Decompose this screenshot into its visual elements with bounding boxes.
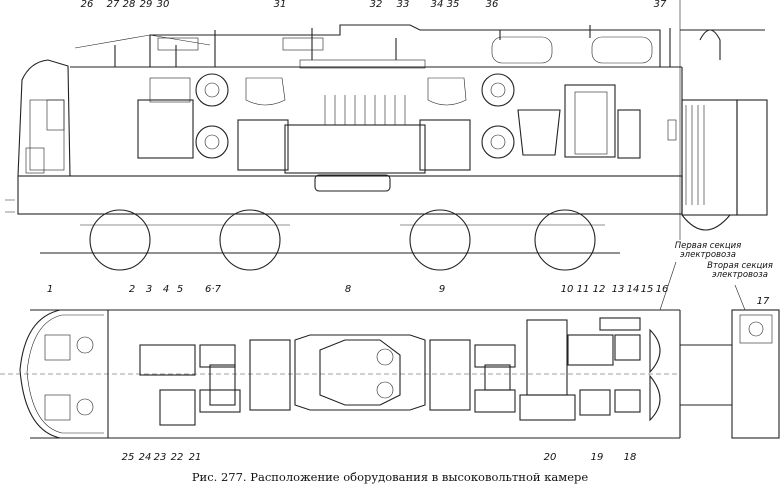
callout-32: 32 xyxy=(369,0,383,10)
callout-19: 19 xyxy=(590,452,604,463)
callout-21: 21 xyxy=(188,452,202,463)
callout-36: 36 xyxy=(485,0,499,10)
callout-16: 16 xyxy=(655,284,669,295)
fan-motor xyxy=(195,125,229,159)
transformer-fins xyxy=(324,95,406,125)
callout-37: 37 xyxy=(653,0,667,10)
callout-35: 35 xyxy=(446,0,460,10)
callout-6-7: 6·7 xyxy=(205,284,221,295)
callout-15: 15 xyxy=(640,284,654,295)
cab-front xyxy=(17,59,71,177)
fan-motor xyxy=(481,125,515,159)
caption-text: Расположение оборудования в высоковольтн… xyxy=(250,470,589,484)
roof-reservoir xyxy=(591,36,653,64)
callout-17: 17 xyxy=(756,296,770,307)
bogie-wheels xyxy=(40,209,620,271)
callout-14: 14 xyxy=(626,284,640,295)
callout-33: 33 xyxy=(396,0,410,10)
callout-18: 18 xyxy=(623,452,637,463)
callout-3: 3 xyxy=(145,284,153,295)
callout-13: 13 xyxy=(611,284,625,295)
callout-25: 25 xyxy=(121,452,135,463)
callout-26: 26 xyxy=(80,0,94,10)
roof-line xyxy=(149,24,661,67)
callout-4: 4 xyxy=(162,284,170,295)
callout-30: 30 xyxy=(156,0,170,10)
callout-12: 12 xyxy=(592,284,606,295)
callout-28: 28 xyxy=(122,0,136,10)
callout-24: 24 xyxy=(138,452,152,463)
callout-11: 11 xyxy=(576,284,590,295)
callout-1: 1 xyxy=(46,284,54,295)
second-section-label: Вторая секция электровоза xyxy=(707,261,773,280)
caption-prefix: Рис. 277. xyxy=(191,470,247,484)
second-section-plan xyxy=(731,309,780,439)
fan-motor xyxy=(195,73,229,107)
plan-view xyxy=(0,0,780,439)
motor-compressor xyxy=(149,77,191,103)
figure-caption: Рис. 277. Расположение оборудования в вы… xyxy=(0,470,780,484)
traction-transformer-plan xyxy=(294,334,426,411)
callout-34: 34 xyxy=(430,0,444,10)
callout-29: 29 xyxy=(139,0,153,10)
callout-23: 23 xyxy=(153,452,167,463)
callout-31: 31 xyxy=(273,0,287,10)
gangway-bellows xyxy=(681,99,738,216)
callout-10: 10 xyxy=(560,284,574,295)
fan-motor xyxy=(481,73,515,107)
callout-22: 22 xyxy=(170,452,184,463)
apparatus-panel xyxy=(137,99,194,159)
transformer xyxy=(284,124,426,174)
callout-27: 27 xyxy=(106,0,120,10)
callout-20: 20 xyxy=(543,452,557,463)
callout-8: 8 xyxy=(344,284,352,295)
callout-9: 9 xyxy=(438,284,446,295)
cab-plan xyxy=(19,309,109,439)
first-section-label: Первая секция электровоза xyxy=(674,241,742,260)
callout-5: 5 xyxy=(176,284,184,295)
side-view xyxy=(5,24,768,271)
roof-reservoir xyxy=(491,36,553,64)
underframe xyxy=(17,175,683,215)
callout-2: 2 xyxy=(128,284,136,295)
